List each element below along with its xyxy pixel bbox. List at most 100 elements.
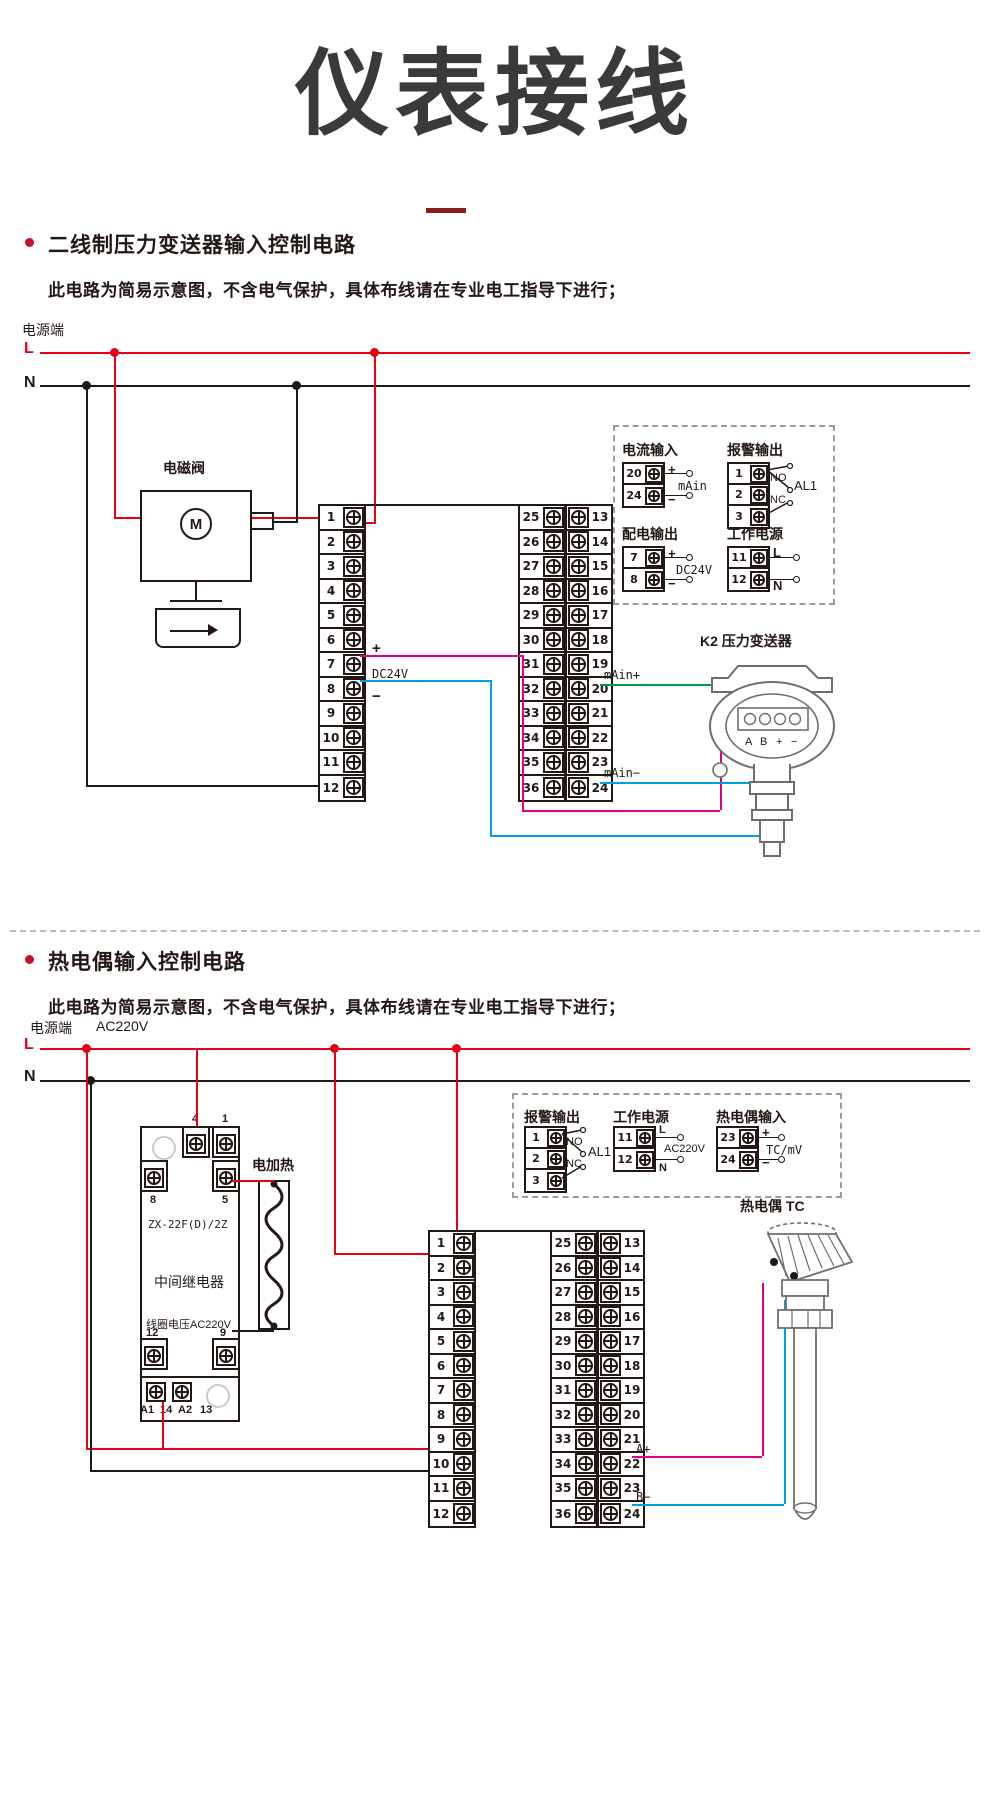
terminal-screw-icon[interactable] <box>343 629 364 651</box>
terminal-row[interactable]: 1 <box>430 1232 474 1257</box>
terminal-row[interactable]: 2 <box>729 485 768 506</box>
terminal-row[interactable]: 11 <box>729 548 768 569</box>
strip2-right-terminals[interactable]: 13 14 15 16 17 18 19 20 21 22 23 24 <box>597 1230 645 1528</box>
terminal-row[interactable]: 8 <box>430 1403 474 1428</box>
terminal-row[interactable]: 20 <box>624 464 663 485</box>
strip1-mid-terminals[interactable]: 25 26 27 28 29 30 31 32 33 34 35 36 <box>518 504 566 802</box>
terminal-row[interactable]: 23 <box>718 1128 757 1149</box>
terminal-screw-icon[interactable] <box>575 1232 596 1254</box>
terminal-row[interactable]: 33 <box>552 1428 596 1453</box>
terminal-screw-icon[interactable] <box>600 1453 621 1475</box>
terminal-screw-icon[interactable] <box>575 1428 596 1450</box>
terminal-screw-icon[interactable] <box>600 1330 621 1352</box>
terminal-screw-icon[interactable] <box>575 1453 596 1475</box>
terminal-row[interactable]: 18 <box>567 628 611 653</box>
terminal-screw-icon[interactable] <box>568 727 589 749</box>
terminal-screw-icon[interactable] <box>343 727 364 749</box>
terminal-screw-icon[interactable] <box>575 1503 596 1525</box>
terminal-screw-icon[interactable] <box>568 604 589 626</box>
terminal-screw-icon[interactable] <box>636 1150 654 1169</box>
terminal-row[interactable]: 24 <box>624 485 663 506</box>
strip1-left-terminals[interactable]: 1 2 3 4 5 6 7 8 9 10 11 12 <box>318 504 366 802</box>
terminal-screw-icon[interactable] <box>645 548 663 567</box>
terminal-row[interactable]: 1 <box>320 506 364 531</box>
terminal-row[interactable]: 17 <box>599 1330 643 1355</box>
terminal-screw-icon[interactable] <box>453 1379 474 1401</box>
terminal-screw-icon[interactable] <box>568 751 589 773</box>
relay-screw-icon[interactable] <box>144 1346 164 1366</box>
terminal-row[interactable]: 34 <box>552 1452 596 1477</box>
terminal-row[interactable]: 6 <box>430 1354 474 1379</box>
terminal-screw-icon[interactable] <box>453 1503 474 1525</box>
terminal-screw-icon[interactable] <box>543 653 564 675</box>
terminal-row[interactable]: 30 <box>520 628 564 653</box>
terminal-row[interactable]: 33 <box>520 702 564 727</box>
terminal-row[interactable]: 32 <box>520 677 564 702</box>
terminal-row[interactable]: 3 <box>430 1281 474 1306</box>
terminal-row[interactable]: 29 <box>520 604 564 629</box>
strip1-right-terminals[interactable]: 13 14 15 16 17 18 19 20 21 22 23 24 <box>565 504 613 802</box>
terminal-row[interactable]: 5 <box>430 1330 474 1355</box>
terminal-screw-icon[interactable] <box>600 1404 621 1426</box>
terminal-screw-icon[interactable] <box>750 464 768 483</box>
terminal-screw-icon[interactable] <box>575 1379 596 1401</box>
terminal-row[interactable]: 34 <box>520 726 564 751</box>
terminal-row[interactable]: 26 <box>552 1256 596 1281</box>
terminal-row[interactable]: 22 <box>567 726 611 751</box>
terminal-screw-icon[interactable] <box>543 604 564 626</box>
terminal-row[interactable]: 24 <box>567 775 611 800</box>
terminal-row[interactable]: 13 <box>567 506 611 531</box>
terminal-screw-icon[interactable] <box>343 751 364 773</box>
terminal-screw-icon[interactable] <box>543 727 564 749</box>
terminal-screw-icon[interactable] <box>568 580 589 602</box>
terminal-row[interactable]: 11 <box>430 1477 474 1502</box>
terminal-row[interactable]: 10 <box>320 726 364 751</box>
terminal-row[interactable]: 36 <box>520 775 564 800</box>
terminal-screw-icon[interactable] <box>343 555 364 577</box>
terminal-screw-icon[interactable] <box>600 1232 621 1254</box>
strip2-mid-terminals[interactable]: 25 26 27 28 29 30 31 32 33 34 35 36 <box>550 1230 598 1528</box>
terminal-screw-icon[interactable] <box>543 506 564 528</box>
terminal-row[interactable]: 9 <box>430 1428 474 1453</box>
relay-coil-screw-A1-icon[interactable] <box>146 1382 166 1402</box>
terminal-row[interactable]: 25 <box>520 506 564 531</box>
terminal-row[interactable]: 14 <box>599 1256 643 1281</box>
terminal-row[interactable]: 32 <box>552 1403 596 1428</box>
terminal-screw-icon[interactable] <box>543 678 564 700</box>
terminal-row[interactable]: 4 <box>320 579 364 604</box>
terminal-row[interactable]: 9 <box>320 702 364 727</box>
terminal-screw-icon[interactable] <box>543 777 564 799</box>
terminal-row[interactable]: 28 <box>520 579 564 604</box>
terminal-row[interactable]: 8 <box>320 677 364 702</box>
terminal-row[interactable]: 5 <box>320 604 364 629</box>
terminal-row[interactable]: 1 <box>526 1128 565 1149</box>
terminal-screw-icon[interactable] <box>600 1355 621 1377</box>
terminal-screw-icon[interactable] <box>575 1281 596 1303</box>
terminal-screw-icon[interactable] <box>568 531 589 553</box>
terminal-row[interactable]: 27 <box>552 1281 596 1306</box>
terminal-row[interactable]: 30 <box>552 1354 596 1379</box>
terminal-screw-icon[interactable] <box>575 1404 596 1426</box>
terminal-row[interactable]: 31 <box>520 653 564 678</box>
terminal-screw-icon[interactable] <box>645 464 663 483</box>
terminal-screw-icon[interactable] <box>453 1330 474 1352</box>
terminal-row[interactable]: 15 <box>567 555 611 580</box>
terminal-screw-icon[interactable] <box>600 1503 621 1525</box>
terminal-screw-icon[interactable] <box>343 777 364 799</box>
terminal-row[interactable]: 4 <box>430 1305 474 1330</box>
terminal-row[interactable]: 18 <box>599 1354 643 1379</box>
terminal-row[interactable]: 2 <box>526 1149 565 1170</box>
terminal-row[interactable]: 17 <box>567 604 611 629</box>
terminal-row[interactable]: 20 <box>599 1403 643 1428</box>
terminal-row[interactable]: 28 <box>552 1305 596 1330</box>
terminal-screw-icon[interactable] <box>600 1379 621 1401</box>
terminal-screw-icon[interactable] <box>600 1477 621 1499</box>
terminal-screw-icon[interactable] <box>568 678 589 700</box>
terminal-screw-icon[interactable] <box>575 1306 596 1328</box>
terminal-screw-icon[interactable] <box>750 507 768 526</box>
terminal-screw-icon[interactable] <box>568 629 589 651</box>
terminal-row[interactable]: 3 <box>526 1170 565 1191</box>
terminal-screw-icon[interactable] <box>343 531 364 553</box>
terminal-row[interactable]: 6 <box>320 628 364 653</box>
terminal-row[interactable]: 24 <box>718 1149 757 1170</box>
